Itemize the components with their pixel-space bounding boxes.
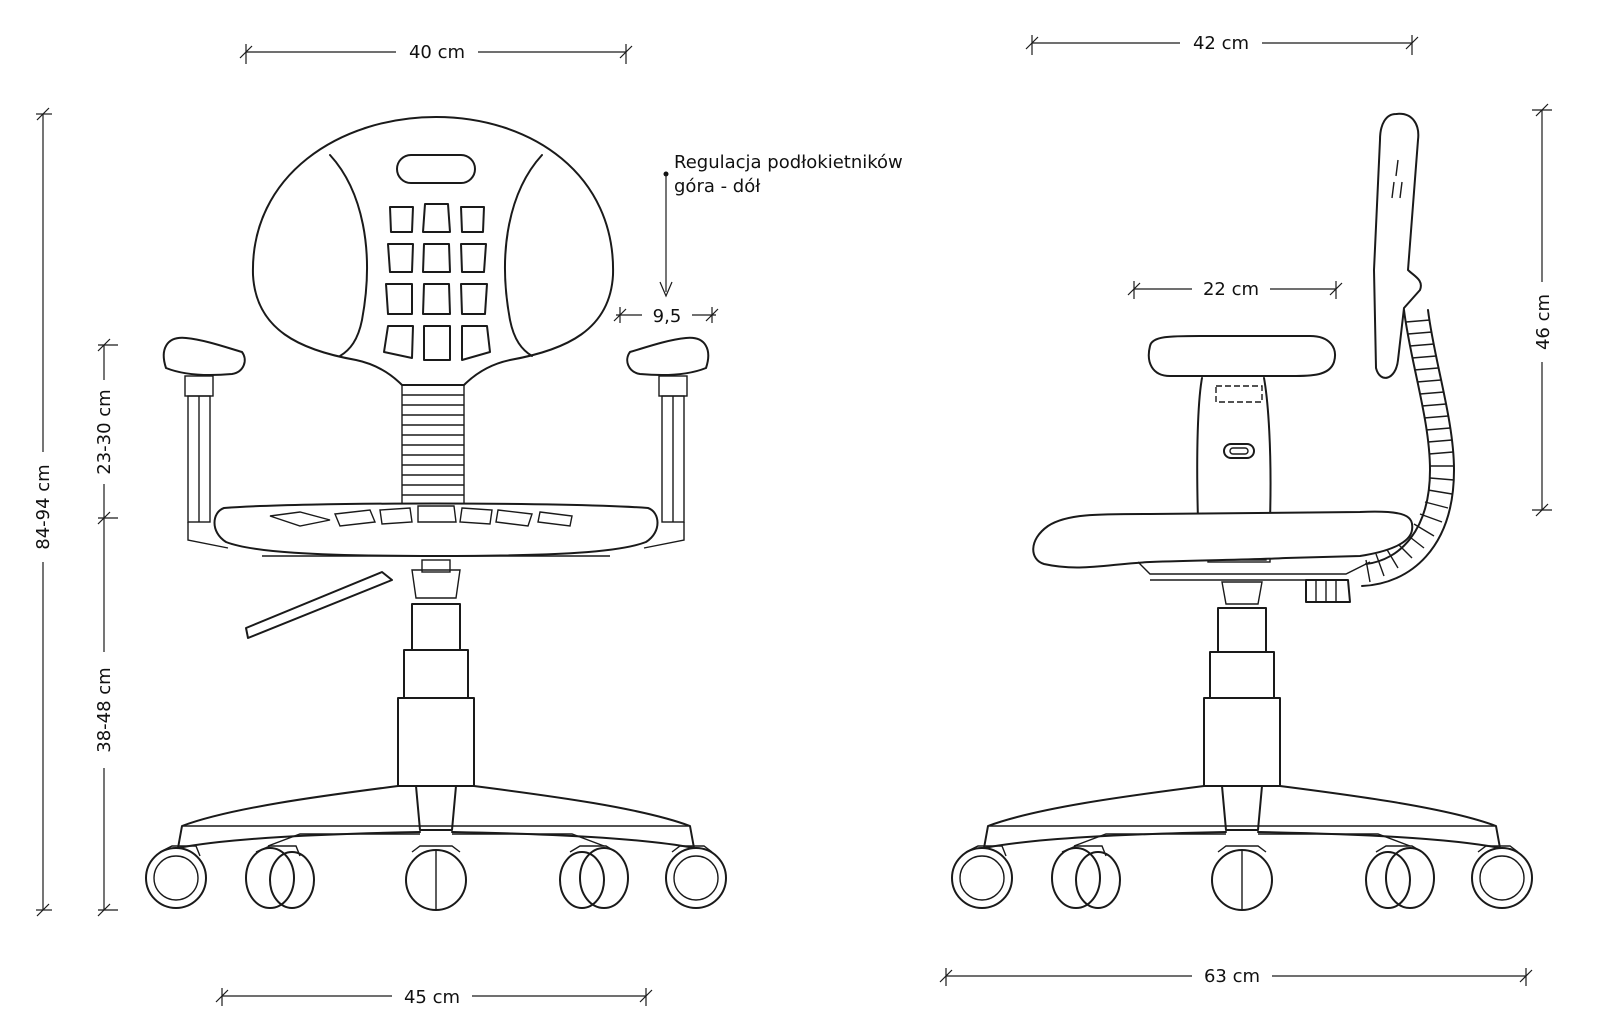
annotation-text-line2: góra - dół	[674, 176, 761, 197]
dimension-label-backrest-height: 46 cm	[1533, 294, 1554, 350]
front-backrest-post	[401, 384, 465, 506]
front-seat	[213, 502, 659, 558]
dimension-label-base-width: 45 cm	[404, 987, 460, 1008]
dimension-label-depth-top: 42 cm	[1193, 33, 1249, 54]
side-view: 42 cm 22 cm 46 cm	[939, 33, 1554, 987]
side-seat	[1032, 510, 1414, 581]
front-base	[177, 785, 695, 849]
dimension-label-armrest-length: 22 cm	[1203, 279, 1259, 300]
dimension-side-backrest-height: 46 cm	[1532, 103, 1554, 517]
front-backrest	[251, 116, 615, 386]
side-gas-column	[1203, 581, 1281, 831]
side-casters	[951, 845, 1533, 911]
dimension-label-width-top: 40 cm	[409, 42, 465, 63]
annotation-armrest-adjust: Regulacja podłokietników góra - dół 9,5	[613, 152, 903, 327]
front-armrest-right	[626, 336, 710, 549]
dimension-side-base-depth: 63 cm	[939, 966, 1533, 987]
caster-side-2	[1051, 845, 1121, 909]
front-armrest-left	[162, 336, 246, 549]
side-tension-knob	[1305, 579, 1351, 603]
caster-front-5	[665, 845, 727, 909]
dimension-front-width-top: 40 cm	[239, 42, 633, 64]
dimension-side-depth-top: 42 cm	[1025, 33, 1419, 55]
dimension-label-armrest-height: 23-30 cm	[94, 389, 115, 474]
backrest-ventilation-grid	[383, 203, 491, 361]
dimension-side-armrest-length: 22 cm	[1127, 279, 1343, 300]
dimension-label-seat-height: 38-48 cm	[94, 667, 115, 752]
annotation-value: 9,5	[653, 306, 682, 327]
caster-side-3	[1211, 845, 1273, 911]
front-casters	[145, 845, 727, 911]
dimension-front-base-width: 45 cm	[215, 987, 653, 1008]
dimension-label-base-depth: 63 cm	[1204, 966, 1260, 987]
side-backrest-spring	[1361, 309, 1455, 587]
front-gas-lever	[245, 571, 393, 639]
caster-side-1	[951, 845, 1013, 909]
annotation-text-line1: Regulacja podłokietników	[674, 152, 903, 173]
dimension-front-armrest-height: 23-30 cm	[94, 338, 118, 525]
caster-front-2	[245, 845, 315, 909]
caster-side-5	[1471, 845, 1533, 909]
side-base	[983, 785, 1501, 849]
caster-side-4	[1365, 845, 1435, 909]
caster-front-3	[405, 845, 467, 911]
caster-front-4	[559, 845, 629, 909]
side-backrest	[1373, 112, 1422, 379]
front-gas-column	[397, 559, 475, 831]
front-view: 40 cm 84-94 cm 23-30 cm	[33, 42, 903, 1008]
dimension-front-height-total: 84-94 cm	[33, 107, 54, 917]
dimension-front-seat-height: 38-48 cm	[94, 518, 118, 917]
caster-front-1	[145, 845, 207, 909]
dimension-label-height-total: 84-94 cm	[33, 464, 54, 549]
